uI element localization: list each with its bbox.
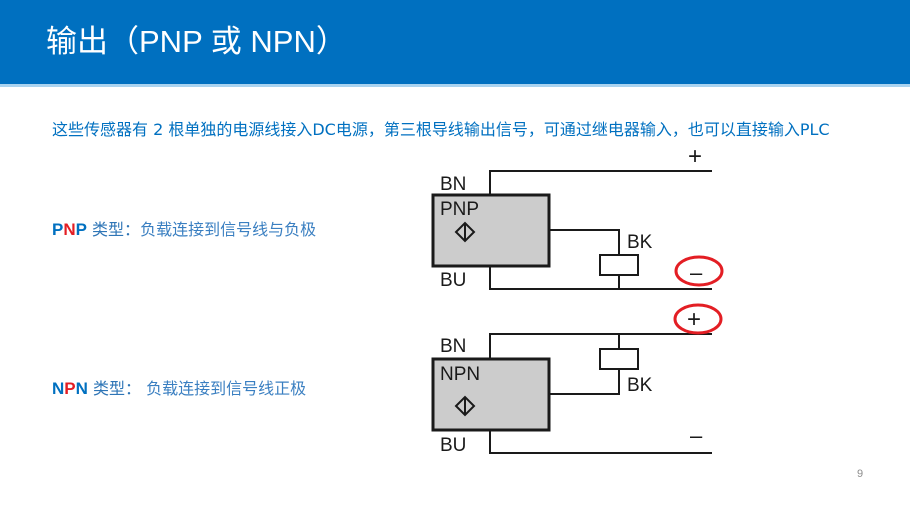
npn-bn-wire (489, 333, 712, 359)
npn-bk-label: BK (627, 375, 653, 396)
title-bar: 输出（PNP 或 NPN） (0, 0, 910, 87)
code-letter-highlight: P (64, 379, 76, 398)
code-letter: N (75, 379, 88, 398)
npn-type-code: NPN (52, 379, 88, 398)
page-number: 9 (857, 468, 864, 480)
pnp-type-label: 类型： (86, 220, 141, 239)
npn-type-label: 类型： (87, 379, 141, 398)
pnp-diagram (431, 170, 724, 290)
pnp-type-description: 负载连接到信号线与负极 (140, 220, 317, 239)
pnp-minus-terminal: – (690, 260, 703, 285)
npn-minus-terminal: – (690, 423, 703, 448)
npn-type-line: NPN 类型： 负载连接到信号线正极 (52, 378, 306, 400)
pnp-bk-wire (549, 229, 620, 255)
pnp-type-line: PNP 类型：负载连接到信号线与负极 (52, 219, 316, 241)
pnp-plus-terminal: + (688, 143, 702, 170)
pnp-bk-label: BK (627, 232, 653, 253)
pnp-sensor-body (431, 193, 551, 268)
pnp-bu-wire (489, 266, 712, 290)
intro-text: 这些传感器有 2 根单独的电源线接入DC电源，第三根导线输出信号，可通过继电器输… (52, 120, 830, 139)
pnp-bn-label: BN (440, 174, 466, 195)
slide-title: 输出（PNP 或 NPN） (46, 24, 347, 59)
npn-sensor-body (431, 357, 551, 432)
npn-bn-label: BN (440, 336, 466, 357)
code-letter-highlight: N (63, 220, 76, 239)
pnp-minus-highlight (674, 255, 724, 287)
npn-bk-wire (549, 369, 620, 395)
pnp-sensor-label: PNP (440, 199, 479, 220)
pnp-bn-wire (489, 170, 712, 195)
npn-bu-wire (489, 430, 712, 454)
npn-plus-highlight (673, 303, 723, 335)
pnp-bu-label: BU (440, 270, 466, 291)
proximity-sensor-icon (454, 221, 476, 243)
proximity-sensor-icon (454, 395, 476, 417)
npn-relay-coil (599, 348, 639, 370)
npn-sensor-label: NPN (440, 364, 480, 385)
npn-bu-label: BU (440, 435, 466, 456)
npn-plus-terminal: + (687, 306, 701, 333)
npn-diagram (431, 303, 723, 454)
npn-type-description: 负载连接到信号线正极 (141, 379, 307, 398)
pnp-type-code: PNP (52, 220, 87, 239)
pnp-relay-coil (599, 254, 639, 276)
code-letter: P (75, 220, 87, 239)
code-letter: P (52, 220, 64, 239)
code-letter: N (52, 379, 65, 398)
